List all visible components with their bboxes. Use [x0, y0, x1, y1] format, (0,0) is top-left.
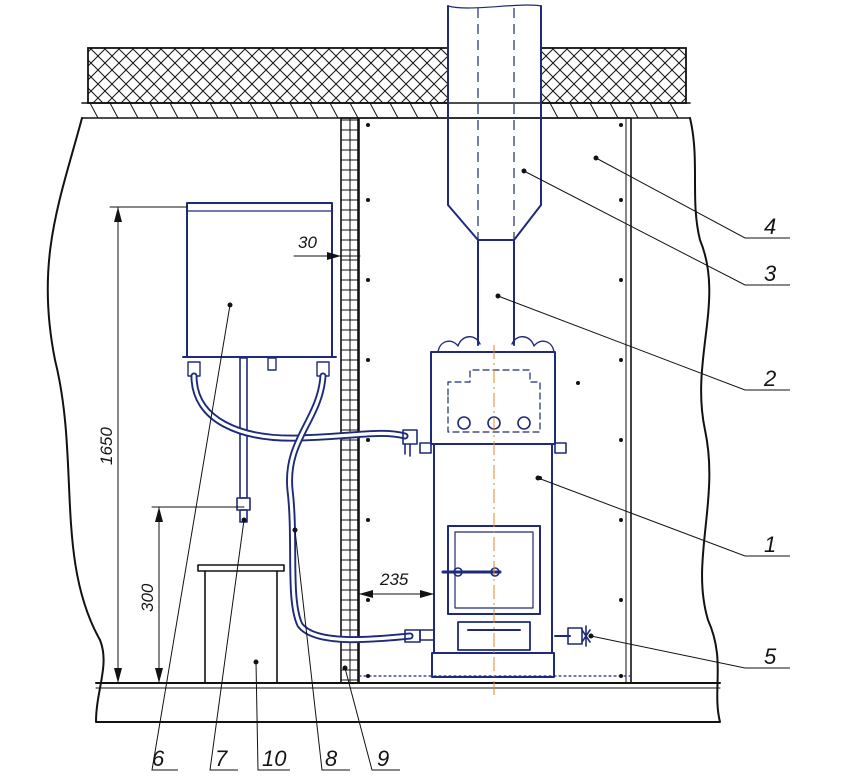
shield-panel — [358, 117, 632, 684]
dimension-235-label: 235 — [379, 570, 409, 589]
dimension-1650: 1650 — [97, 206, 188, 684]
chimney-upper-pipe — [447, 4, 542, 241]
callout-6: 6 — [152, 746, 165, 771]
dimension-235: 235 — [358, 570, 435, 598]
ceiling-insulation — [81, 47, 691, 119]
dimension-30-label: 30 — [298, 233, 317, 252]
dimension-300-label: 300 — [138, 583, 157, 612]
stove — [419, 336, 567, 698]
leader-lines — [151, 155, 790, 771]
room-outline — [46, 117, 721, 723]
water-tank — [182, 202, 337, 377]
callout-7: 7 — [215, 746, 228, 771]
brick-wall — [340, 117, 359, 684]
callout-10: 10 — [262, 746, 287, 771]
callout-5: 5 — [764, 644, 777, 669]
stool — [197, 564, 285, 684]
callout-2: 2 — [763, 366, 776, 391]
chimney-pipe — [477, 239, 515, 346]
dimension-30: 30 — [293, 233, 361, 260]
callout-4: 4 — [764, 214, 776, 239]
dimension-1650-label: 1650 — [97, 427, 116, 465]
callout-1: 1 — [764, 532, 776, 557]
connecting-hose — [190, 372, 421, 644]
tap-pipe — [236, 357, 251, 523]
callout-9: 9 — [377, 746, 389, 771]
callout-8: 8 — [325, 746, 338, 771]
callout-3: 3 — [764, 261, 777, 286]
drain-valve — [554, 625, 591, 647]
callout-labels: 1 2 3 4 5 6 7 10 8 9 — [152, 214, 777, 771]
dimension-300: 300 — [138, 506, 245, 684]
